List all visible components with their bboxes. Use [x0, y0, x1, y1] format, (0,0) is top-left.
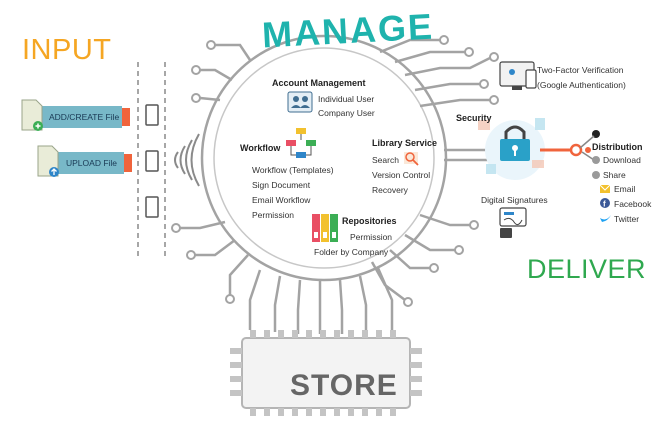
upload-file-label: UPLOAD File: [66, 158, 118, 168]
digital-signatures-label: Digital Signatures: [481, 195, 548, 205]
deliver-heading: DELIVER: [527, 254, 647, 284]
workflow-templates-item: Workflow (Templates): [252, 165, 334, 175]
folder-by-company-item: Folder by Company: [314, 247, 389, 257]
sign-document-item: Sign Document: [252, 180, 311, 190]
lane-chips: [145, 104, 159, 218]
download-item: Download: [603, 155, 641, 165]
store-chip: [230, 330, 422, 416]
twitter-icon: [600, 215, 611, 222]
signature-card-icon: [499, 207, 527, 238]
inner-ring: [213, 47, 435, 269]
workflow-icon: [286, 128, 316, 158]
monitor-icon: [499, 61, 537, 90]
facebook-icon: f: [600, 198, 610, 209]
share-twitter-item: Twitter: [614, 214, 640, 224]
individual-user-item: Individual User: [318, 94, 375, 104]
add-create-file-label: ADD/CREATE File: [49, 112, 120, 122]
workflow-permission-item: Permission: [252, 210, 295, 220]
library-service-title: Library Service: [372, 138, 438, 148]
input-heading: INPUT: [22, 34, 112, 66]
workflow-title: Workflow: [240, 143, 281, 153]
circuit-nodes: [171, 35, 499, 307]
distribution-title: Distribution: [592, 142, 643, 152]
users-icon: [287, 91, 313, 113]
distribution-bullets: [592, 156, 600, 179]
outer-ring: [200, 34, 448, 282]
two-factor-line1: Two-Factor Verification: [537, 65, 624, 75]
store-heading: STORE: [290, 369, 398, 402]
share-item: Share: [603, 170, 626, 180]
security-lock-icon: [478, 118, 545, 180]
account-management-title: Account Management: [272, 78, 366, 88]
upload-file-tape: [37, 145, 132, 177]
repositories-title: Repositories: [342, 216, 397, 226]
add-create-file-tape: [21, 99, 130, 131]
search-icon: [404, 152, 419, 166]
security-title: Security: [456, 113, 492, 123]
input-lanes: [137, 62, 166, 258]
key-icon: [540, 130, 600, 161]
manage-heading: MANAGE: [261, 5, 435, 56]
search-item: Search: [372, 155, 399, 165]
phone-icon: [525, 69, 537, 89]
folders-icon: [312, 214, 338, 242]
version-control-item: Version Control: [372, 170, 431, 180]
svg-text:f: f: [603, 200, 606, 209]
share-facebook-item: Facebook: [614, 199, 652, 209]
company-user-item: Company User: [318, 108, 375, 118]
repositories-permission-item: Permission: [350, 232, 393, 242]
share-email-item: Email: [614, 184, 636, 194]
chip-pins: [230, 330, 422, 416]
signal-arcs: [174, 133, 200, 187]
circuit-traces: [180, 34, 491, 334]
email-icon: [599, 184, 611, 193]
recovery-item: Recovery: [372, 185, 408, 195]
email-workflow-item: Email Workflow: [252, 195, 311, 205]
two-factor-line2: (Google Authentication): [537, 80, 626, 90]
